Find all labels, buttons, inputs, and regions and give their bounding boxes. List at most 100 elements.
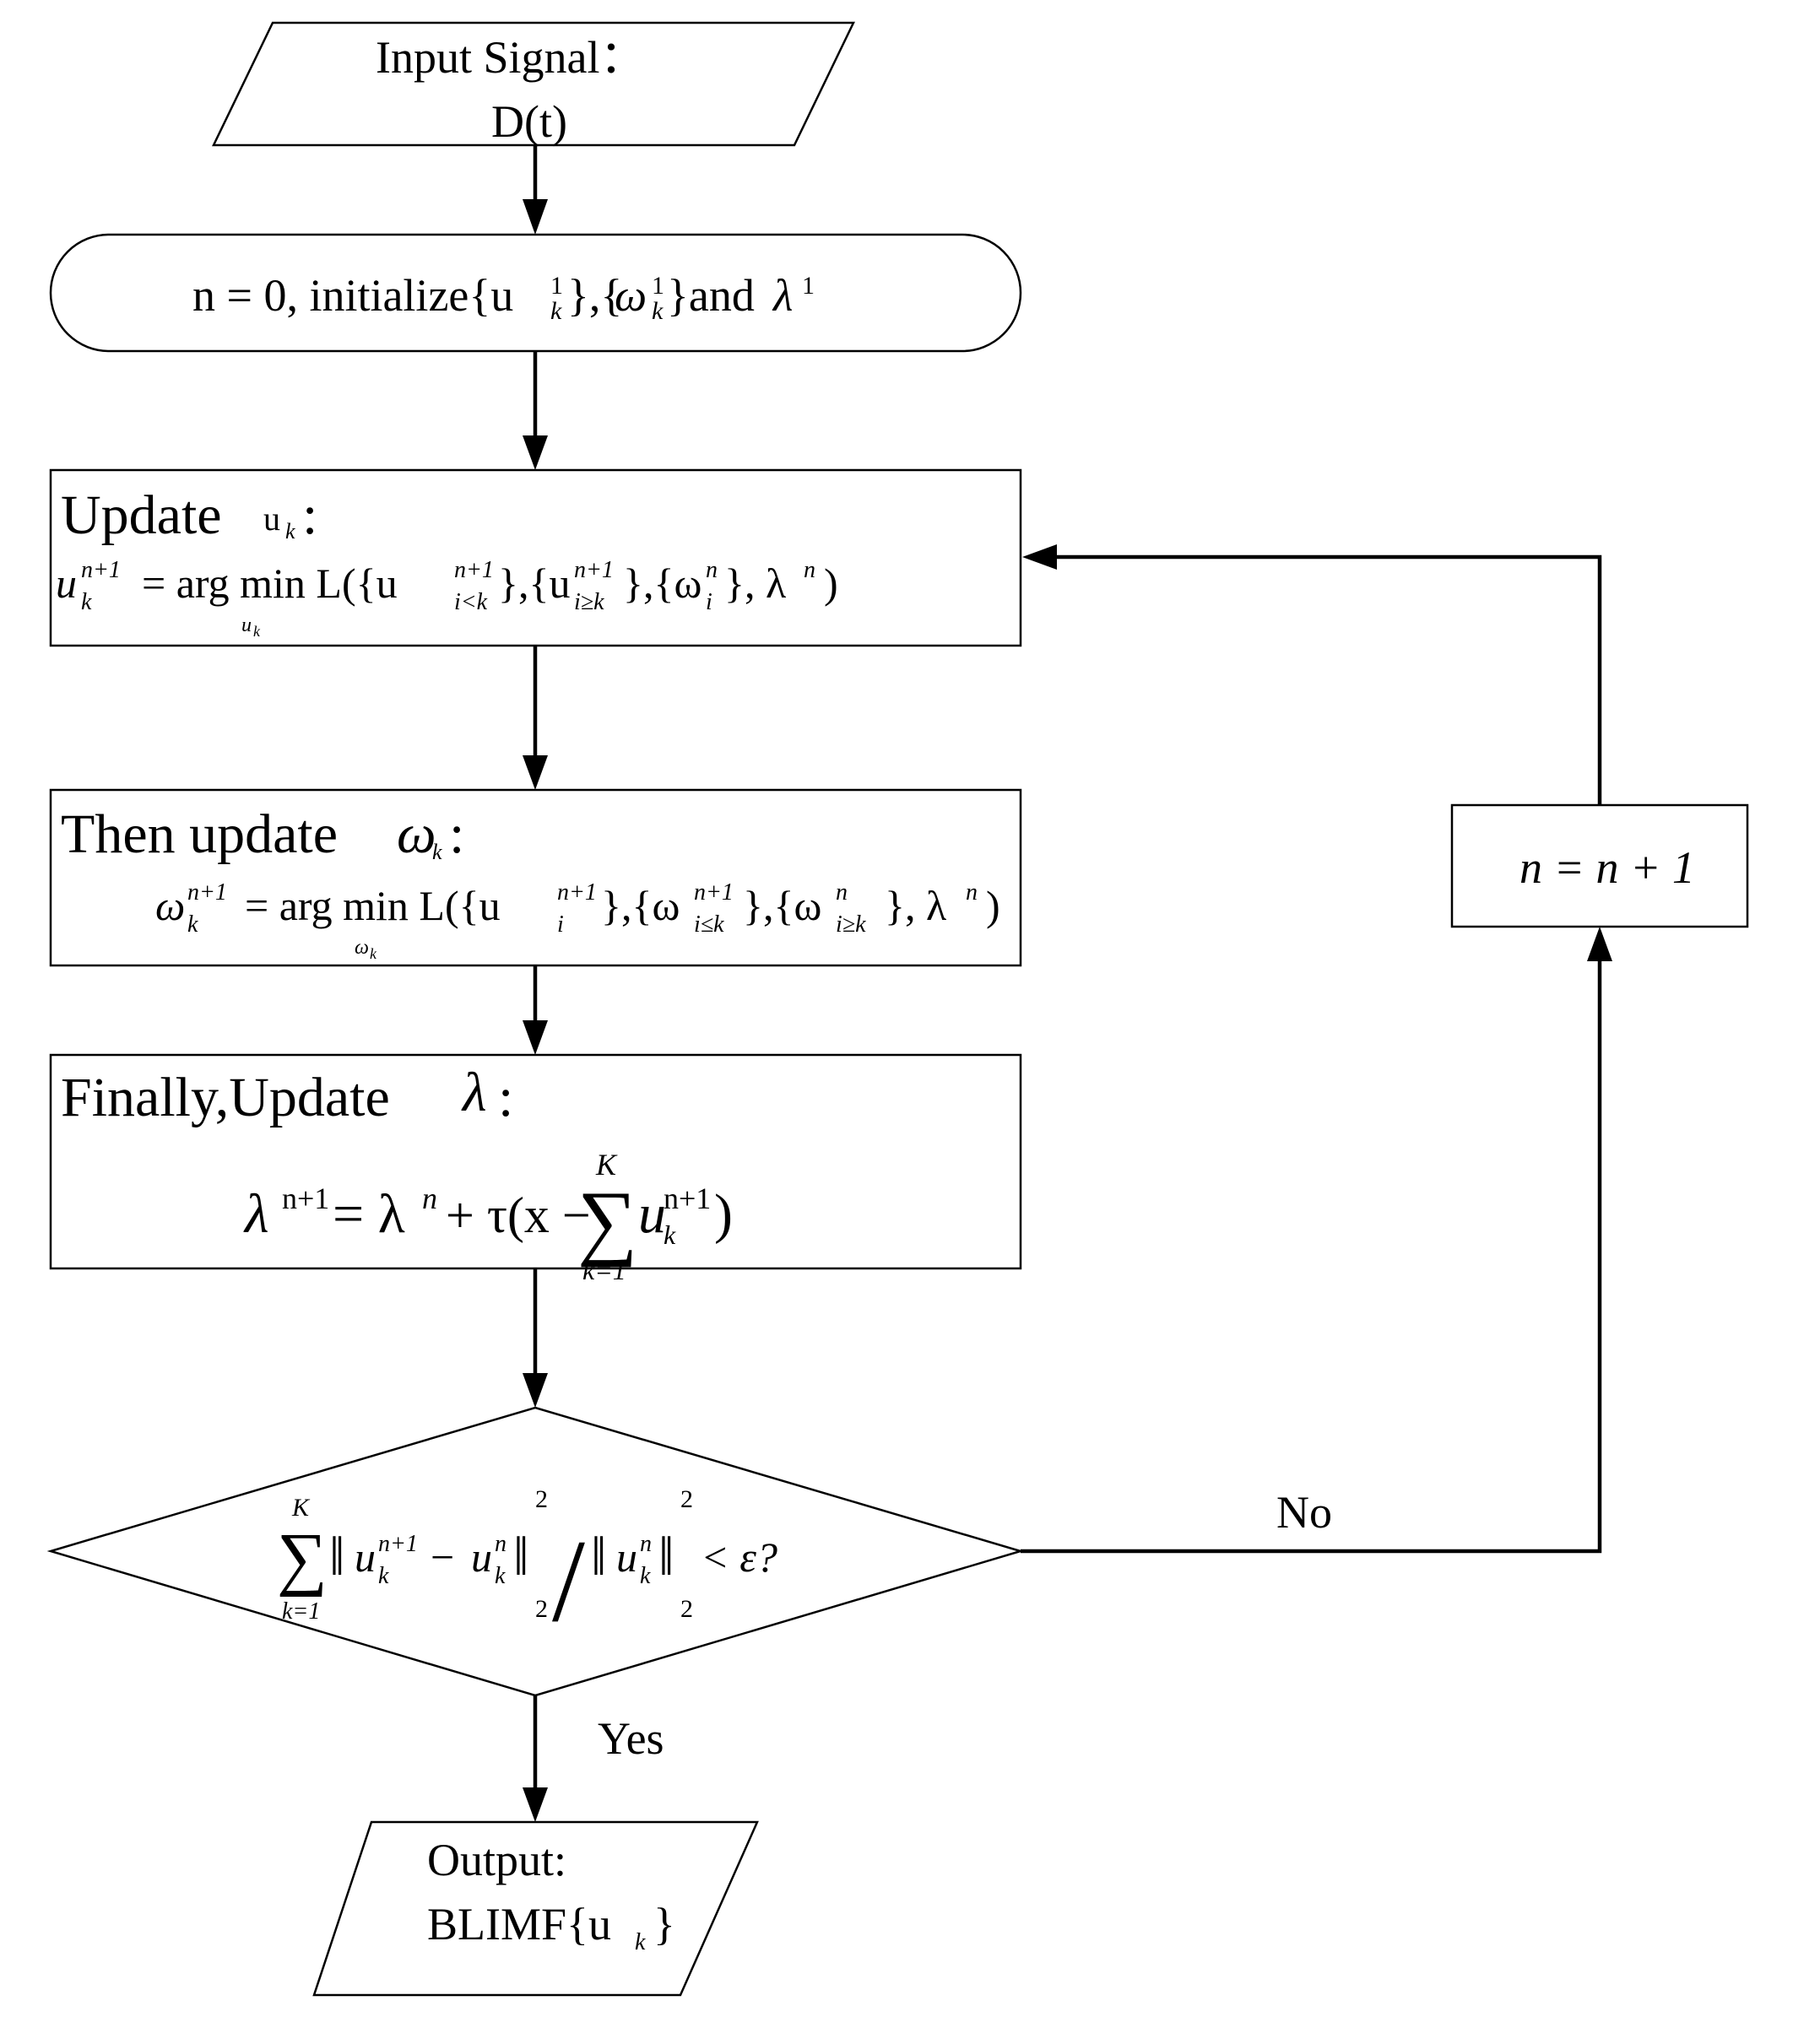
output-value-suffix: } [653,1899,675,1949]
of-lhs-sub: k [187,911,198,938]
lf-end: ) [714,1183,733,1245]
lf-sum: ∑ [577,1174,637,1268]
update-lambda-colon: : [498,1067,513,1128]
dec-u2-sup: n [495,1531,506,1557]
uf-end: ) [824,560,838,607]
uf-b-sup: n+1 [574,557,614,583]
dec-u1-sub: k [378,1563,389,1589]
dec-minus: − [431,1533,454,1581]
convergence-decision [46,1406,1025,1697]
update-omega-box [49,788,1022,967]
feedback-line [1047,554,1602,805]
no-label: No [1276,1487,1332,1538]
connectors [523,145,1612,1822]
input-parallelogram [212,21,855,147]
arrowhead-7 [1587,927,1612,961]
uf-d: }, λ [724,560,786,607]
uf-under: u [241,614,252,636]
dec-sum-top: K [291,1494,311,1522]
lf-plus: + τ(x − [446,1187,591,1243]
dec-u3: u [616,1533,637,1581]
dec-exp-2: 2 [680,1485,693,1513]
update-u-var-sub: k [285,519,295,543]
decision-text: K ∑ k=1 ‖ u k n+1 − u k n ‖ 2 2 / ‖ u k … [277,1485,777,1647]
arrowhead-3 [523,755,548,790]
update-u-colon: : [302,484,317,546]
of-a-sup: n+1 [557,879,597,906]
of-b-sub: i≤k [694,911,724,938]
uf-b: },{u [498,560,571,607]
update-lambda-var: λ [461,1062,487,1123]
lf-lhs: λ [243,1183,269,1245]
init-sup-1-c: 1 [802,272,815,300]
update-u-box [49,468,1022,647]
uf-c-sub: i [706,589,712,615]
of-under-sub: k [370,945,377,962]
uf-c: },{ω [623,560,701,607]
dec-u3-sub: k [640,1563,651,1589]
output-value-sub: k [635,1929,646,1955]
dec-norm-open: ‖ [329,1526,345,1587]
of-lhs: ω [155,882,185,929]
svg-text:n = 0, initialize{u: n = 0, initialize{u [192,270,513,321]
update-lambda-title: Finally,Update [61,1067,390,1128]
dec-u1: u [355,1533,376,1581]
arrowhead-1 [523,199,548,235]
yes-label: Yes [598,1713,664,1764]
dec-norm-close: ‖ [513,1526,529,1587]
dec-slash: / [552,1516,585,1647]
of-c: },{ω [743,882,821,929]
of-b: },{ω [601,882,680,929]
of-b-sup: n+1 [694,879,734,906]
update-omega-title: Then update [61,803,338,865]
dec-sub2-2: 2 [680,1595,693,1623]
uf-a-sub: i<k [454,589,488,615]
init-and: }and [667,270,755,321]
arrowhead-4 [523,1020,548,1055]
init-lambda: λ [772,270,793,321]
dec-u2: u [471,1533,492,1581]
of-d-sup: n [966,879,978,906]
of-under: ω [355,937,369,959]
uf-lhs: u [56,560,77,607]
of-eq: = arg min L({u [245,882,501,929]
uf-under-sub: k [253,623,261,640]
uf-b-sub: i≥k [574,589,604,615]
lf-eq-sup: n [422,1182,437,1215]
init-sub-k-2: k [652,297,664,325]
update-omega-var-sub: k [432,840,442,864]
update-lambda-text: Finally,Update λ : λ n+1 = λ n + τ(x − K… [61,1062,733,1285]
of-c-sub: i≥k [836,911,866,938]
init-text: n = 0, initialize{u k 1 },{ ω k 1 }and λ… [192,270,815,325]
dec-norm-open-2: ‖ [591,1526,607,1587]
input-label: Input Signal： [376,32,646,83]
lf-eq: = λ [333,1183,405,1245]
lf-lhs-sup: n+1 [282,1182,329,1215]
uf-eq: = arg min L({u [142,560,398,607]
lf-u-sub: k [664,1219,676,1250]
output-label: Output: [427,1835,566,1885]
of-a-sub: i [557,911,564,938]
update-lambda-box [49,1053,1022,1270]
output-value-prefix: BLIMF{u [427,1899,611,1949]
dec-u3-sup: n [640,1531,652,1557]
arrowhead-2 [523,435,548,470]
uf-c-sup: n [706,557,718,583]
init-omega: ω [615,270,647,321]
update-u-var: u [263,500,280,538]
init-sep: },{ [567,270,622,321]
uf-lhs-sup: n+1 [81,557,121,583]
lf-sum-top: K [595,1148,618,1182]
increment-text: n = n + 1 [1519,842,1695,893]
of-lhs-sup: n+1 [187,879,227,906]
dec-u1-sup: n+1 [378,1531,418,1557]
dec-tail: < ε? [701,1533,777,1581]
arrowhead-8 [1022,544,1057,570]
lf-u: u [638,1183,666,1245]
uf-d-sup: n [804,557,815,583]
arrowhead-5 [523,1373,548,1408]
output-parallelogram [312,1820,759,1997]
update-u-title: Update [61,484,222,546]
dec-exp-1: 2 [535,1485,548,1513]
